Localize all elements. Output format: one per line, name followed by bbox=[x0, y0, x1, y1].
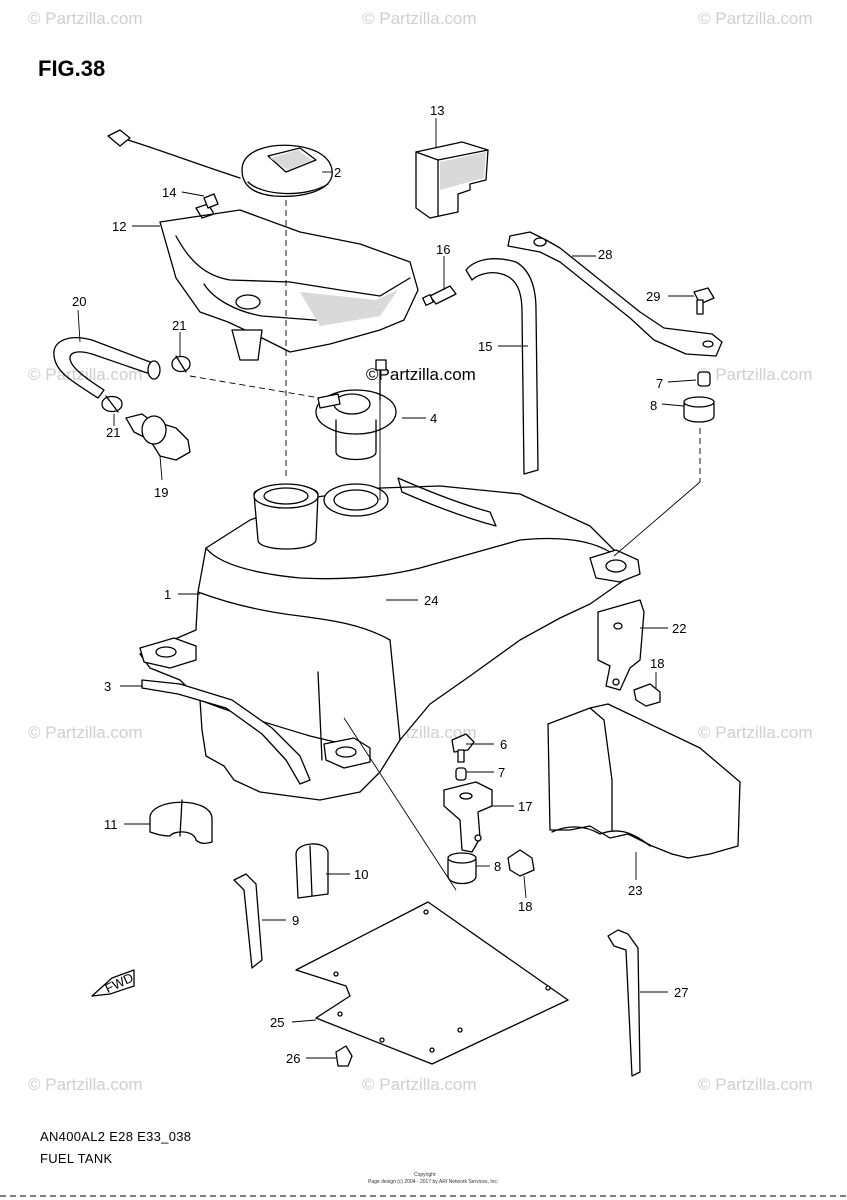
callout-26[interactable]: 26 bbox=[286, 1051, 300, 1066]
callout-28[interactable]: 28 bbox=[598, 247, 612, 262]
fuel-pump-flange bbox=[315, 359, 397, 461]
watermark-bottom-center: © Partzilla.com bbox=[362, 1075, 477, 1094]
bolt-29 bbox=[693, 287, 715, 315]
watermark-mid-left: © Partzilla.com bbox=[28, 723, 143, 742]
cushion-lower bbox=[447, 852, 477, 885]
damper-11 bbox=[149, 799, 213, 844]
parts: FWD bbox=[53, 129, 741, 1077]
guide-lines bbox=[189, 200, 701, 891]
callout-8-lower[interactable]: 8 bbox=[494, 859, 501, 874]
callout-1[interactable]: 1 bbox=[164, 587, 171, 602]
fuel-hose-20 bbox=[53, 337, 161, 399]
callout-21-upper[interactable]: 21 bbox=[172, 318, 186, 333]
figure-title: FIG.38 bbox=[38, 56, 105, 81]
callout-12[interactable]: 12 bbox=[112, 219, 126, 234]
callout-23[interactable]: 23 bbox=[628, 883, 642, 898]
copyright-line-2: Page design (c) 2004 - 2017 by ARI Netwo… bbox=[368, 1179, 498, 1185]
callout-24[interactable]: 24 bbox=[424, 593, 438, 608]
callout-11[interactable]: 11 bbox=[104, 817, 118, 832]
hose-clamp-lower bbox=[101, 395, 123, 413]
model-code: AN400AL2 E28 E33_038 bbox=[40, 1129, 191, 1144]
check-valve bbox=[125, 413, 191, 461]
callout-18-lower[interactable]: 18 bbox=[518, 899, 532, 914]
callout-13[interactable]: 13 bbox=[430, 103, 444, 118]
callout-2[interactable]: 2 bbox=[334, 165, 341, 180]
watermark-mid-right-upper: © Partzilla.com bbox=[698, 365, 813, 384]
heat-shield bbox=[547, 703, 741, 859]
collar-upper bbox=[697, 371, 711, 387]
bolt-18-upper bbox=[633, 683, 661, 707]
strap-9 bbox=[233, 873, 263, 969]
callout-7-upper[interactable]: 7 bbox=[656, 376, 663, 391]
callout-27[interactable]: 27 bbox=[674, 985, 688, 1000]
leader-lines bbox=[77, 118, 697, 1059]
vent-hose bbox=[465, 258, 539, 475]
watermark-top-center: © Partzilla.com bbox=[362, 9, 477, 28]
callout-19[interactable]: 19 bbox=[154, 485, 168, 500]
callout-18-upper[interactable]: 18 bbox=[650, 656, 664, 671]
forward-arrow: FWD bbox=[91, 969, 136, 997]
tank-strap bbox=[141, 679, 311, 785]
fwd-label: FWD bbox=[103, 970, 136, 996]
callout-labels: 2 13 14 12 16 15 28 29 20 21 21 19 4 7 8… bbox=[72, 103, 688, 1066]
callout-14[interactable]: 14 bbox=[162, 185, 176, 200]
callout-22[interactable]: 22 bbox=[672, 621, 686, 636]
filler-tray bbox=[159, 203, 419, 361]
callout-20[interactable]: 20 bbox=[72, 294, 86, 309]
callout-16[interactable]: 16 bbox=[436, 242, 450, 257]
watermark-top-left: © Partzilla.com bbox=[28, 9, 143, 28]
bracket-17 bbox=[443, 781, 493, 853]
callout-25[interactable]: 25 bbox=[270, 1015, 284, 1030]
callout-29[interactable]: 29 bbox=[646, 289, 660, 304]
callout-9[interactable]: 9 bbox=[292, 913, 299, 928]
callout-6[interactable]: 6 bbox=[500, 737, 507, 752]
callout-10[interactable]: 10 bbox=[354, 867, 368, 882]
fitting-nipple bbox=[422, 285, 457, 306]
callout-7-lower[interactable]: 7 bbox=[498, 765, 505, 780]
callout-8-upper[interactable]: 8 bbox=[650, 398, 657, 413]
watermark-top-right: © Partzilla.com bbox=[698, 9, 813, 28]
callout-17[interactable]: 17 bbox=[518, 799, 532, 814]
cushion-10 bbox=[295, 843, 329, 899]
cable-tie bbox=[607, 929, 641, 1077]
clip-small bbox=[203, 193, 219, 209]
tank-bracket-bar bbox=[507, 231, 723, 357]
callout-21-lower[interactable]: 21 bbox=[106, 425, 120, 440]
clip-26 bbox=[335, 1045, 353, 1067]
watermark-center-logo: ©Partzilla.com bbox=[366, 365, 476, 384]
copyright-line-1: Copyright bbox=[414, 1172, 436, 1178]
watermark-mid-right: © Partzilla.com bbox=[698, 723, 813, 742]
watermark-mid-left-upper: © Partzilla.com bbox=[28, 365, 143, 384]
bolt-6 bbox=[451, 733, 475, 763]
collar-lower bbox=[455, 767, 467, 781]
watermark-bottom-left: © Partzilla.com bbox=[28, 1075, 143, 1094]
bolt-18-lower bbox=[507, 849, 535, 877]
cushion-upper bbox=[683, 396, 715, 423]
callout-4[interactable]: 4 bbox=[430, 411, 437, 426]
tank-cap-cover bbox=[415, 141, 489, 219]
hose-clamp-upper bbox=[171, 355, 191, 373]
section-name: FUEL TANK bbox=[40, 1151, 113, 1166]
bracket-right bbox=[597, 599, 645, 691]
callout-15[interactable]: 15 bbox=[478, 339, 492, 354]
fuel-cap bbox=[107, 129, 333, 198]
watermark-bottom-right: © Partzilla.com bbox=[698, 1075, 813, 1094]
under-plate bbox=[295, 901, 569, 1065]
callout-3[interactable]: 3 bbox=[104, 679, 111, 694]
